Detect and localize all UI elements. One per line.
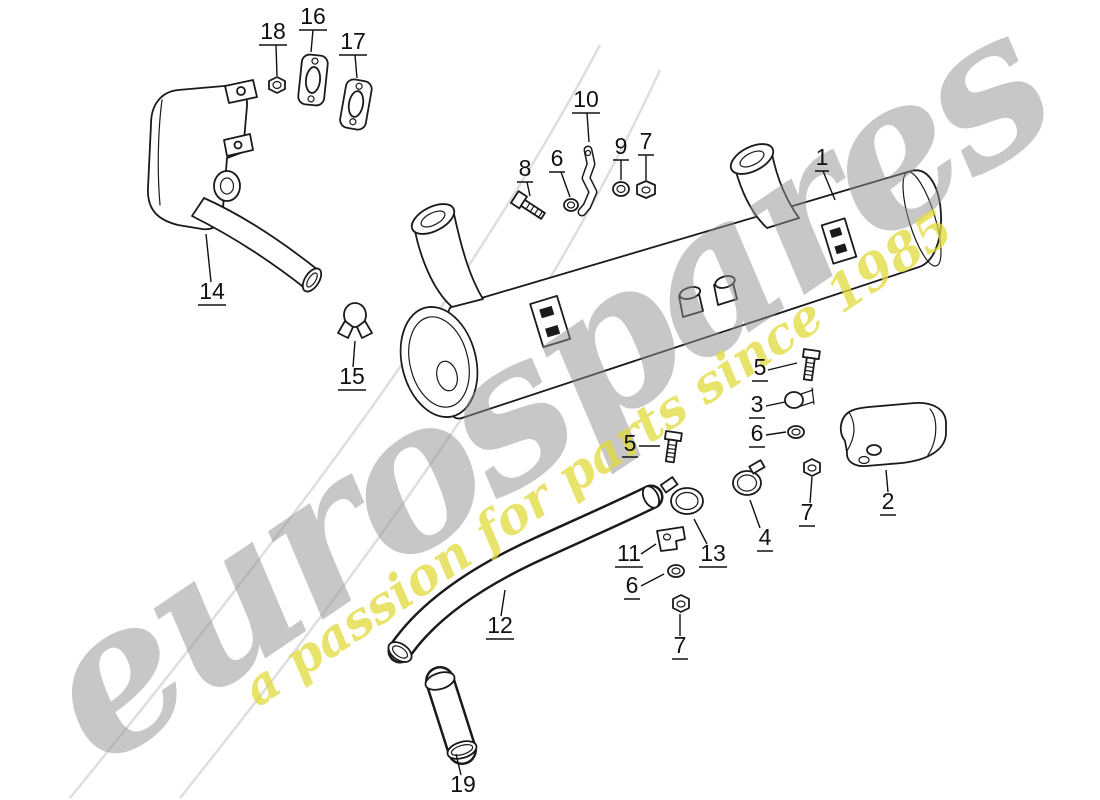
part-clamp-15 [337, 302, 373, 339]
callout-label[interactable]: 17 [340, 28, 366, 54]
callout-7-bottom[interactable]: 7 [672, 614, 688, 660]
callout-14[interactable]: 14 [198, 233, 226, 306]
callout-label[interactable]: 8 [519, 155, 532, 181]
callout-2[interactable]: 2 [880, 469, 896, 516]
leader-line [572, 112, 600, 143]
callout-7-right[interactable]: 7 [799, 476, 815, 527]
callout-label[interactable]: 3 [751, 391, 764, 417]
leader-line [517, 181, 533, 197]
part-nut-18 [268, 76, 286, 94]
part-bolt-5-right [802, 348, 821, 382]
callout-13[interactable]: 13 [693, 518, 727, 568]
callout-label[interactable]: 15 [339, 363, 365, 389]
leader-line [749, 499, 773, 552]
callout-label[interactable]: 12 [487, 612, 513, 638]
callout-label[interactable]: 11 [617, 540, 641, 566]
callout-label[interactable]: 5 [754, 354, 767, 380]
callout-4[interactable]: 4 [749, 499, 773, 552]
callout-16[interactable]: 16 [299, 3, 327, 53]
leader-line [486, 589, 514, 640]
callout-label[interactable]: 7 [674, 632, 687, 658]
callout-label[interactable]: 19 [450, 771, 476, 797]
callout-label[interactable]: 14 [199, 278, 225, 304]
leader-line [624, 573, 665, 600]
callout-8[interactable]: 8 [517, 155, 533, 197]
leader-line [455, 753, 462, 776]
leader-line [299, 29, 327, 53]
part-tailpipe-19 [424, 666, 478, 765]
part-clamp-3 [784, 387, 815, 409]
callout-label[interactable]: 4 [759, 524, 772, 550]
callout-label[interactable]: 6 [751, 420, 764, 446]
callout-6-right[interactable]: 6 [749, 420, 787, 448]
callout-6-bottom[interactable]: 6 [624, 572, 665, 600]
part-bracket-10 [577, 145, 598, 217]
part-nut-7-top [636, 180, 656, 199]
part-gasket-17 [339, 78, 373, 131]
callout-12[interactable]: 12 [486, 589, 514, 640]
callout-label[interactable]: 6 [551, 145, 564, 171]
part-washer-6-top [563, 198, 579, 212]
callout-17[interactable]: 17 [339, 28, 367, 79]
callout-10[interactable]: 10 [572, 86, 600, 143]
leader-line [749, 431, 787, 448]
callout-label[interactable]: 7 [801, 499, 814, 525]
leader-line [815, 170, 836, 201]
part-gasket-16 [297, 53, 329, 107]
callout-label[interactable]: 10 [573, 86, 599, 112]
part-lock-washer-9 [612, 181, 630, 197]
part-nut-7-right [803, 458, 821, 477]
callout-label[interactable]: 16 [300, 3, 326, 29]
callout-label[interactable]: 5 [624, 430, 637, 456]
leader-line [613, 159, 629, 180]
callouts: 18 16 17 10 8 6 9 7 [198, 3, 896, 797]
leader-line [339, 54, 367, 79]
leader-line [615, 543, 657, 568]
part-heat-exchanger-14 [147, 79, 323, 293]
callout-3[interactable]: 3 [749, 391, 786, 419]
callout-label[interactable]: 1 [816, 144, 829, 170]
leader-line [799, 476, 815, 527]
part-bracket-11 [656, 526, 686, 552]
callout-9[interactable]: 9 [613, 133, 629, 180]
leader-line [749, 401, 786, 419]
callout-label[interactable]: 13 [700, 540, 726, 566]
callout-11[interactable]: 11 [615, 540, 657, 568]
leader-line [549, 171, 571, 198]
part-washer-6-right [787, 425, 805, 439]
leader-line [198, 233, 226, 306]
callout-7-top[interactable]: 7 [638, 128, 654, 180]
leader-line [622, 445, 660, 458]
part-clamp-4 [732, 459, 766, 496]
part-silencer-1 [399, 143, 942, 420]
callout-1[interactable]: 1 [815, 144, 836, 201]
part-exhaust-pipe-12 [387, 484, 664, 664]
part-tailpipe-cover-2 [839, 402, 947, 467]
callout-label[interactable]: 6 [626, 572, 639, 598]
callout-19[interactable]: 19 [450, 753, 476, 797]
leader-line [693, 518, 727, 568]
callout-5-center[interactable]: 5 [622, 430, 660, 458]
watermark-swoosh [69, 44, 662, 799]
leader-line [880, 469, 896, 516]
callout-5-right[interactable]: 5 [752, 354, 798, 382]
callout-18[interactable]: 18 [259, 18, 287, 77]
callout-label[interactable]: 18 [260, 18, 286, 44]
part-nut-7-bottom [672, 594, 690, 613]
callout-15[interactable]: 15 [338, 340, 366, 391]
callout-label[interactable]: 2 [882, 488, 895, 514]
leader-line [338, 340, 366, 391]
leader-line [638, 154, 654, 180]
part-bolt-5-center [664, 430, 683, 464]
callout-label[interactable]: 7 [640, 128, 653, 154]
leader-line [672, 614, 688, 660]
part-washer-6-bottom [667, 564, 685, 578]
callout-label[interactable]: 9 [615, 133, 628, 159]
part-bolt-8 [510, 190, 546, 220]
callout-6-top[interactable]: 6 [549, 145, 571, 198]
part-clamp-13 [659, 476, 704, 515]
leader-line [259, 44, 287, 77]
leader-line [752, 362, 798, 382]
